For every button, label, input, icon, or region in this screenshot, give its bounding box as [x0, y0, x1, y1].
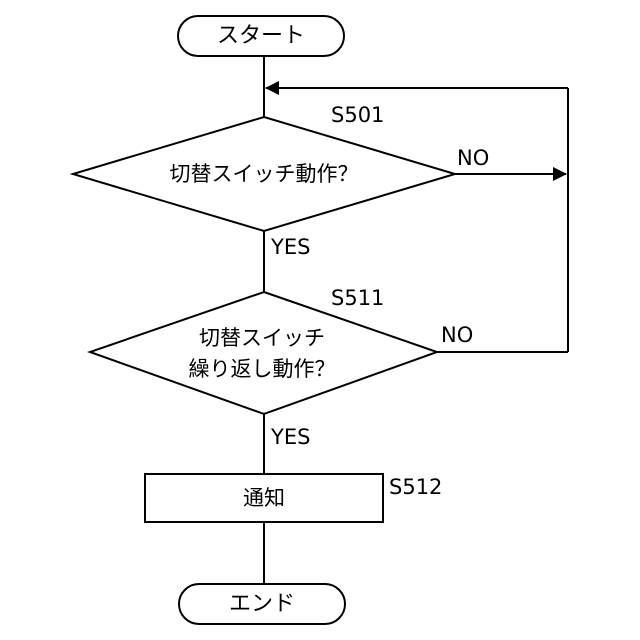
s501-yes-label: YES: [270, 235, 310, 259]
start-label: スタート: [217, 24, 305, 49]
end-label: エンド: [229, 592, 295, 617]
decision-s511-text-line1: 切替スイッチ: [199, 326, 325, 350]
step-id-s511: S511: [331, 286, 384, 310]
step-id-s512: S512: [389, 475, 442, 499]
step-id-s501: S501: [331, 103, 384, 127]
s511-no-label: NO: [441, 323, 473, 347]
process-s512-label: 通知: [243, 486, 285, 510]
decision-s511: [90, 292, 437, 414]
decision-s511-text-line2: 繰り返し動作？: [189, 357, 336, 381]
s511-yes-label: YES: [270, 425, 310, 449]
decision-s501-text: 切替スイッチ動作？: [170, 162, 359, 186]
s501-no-label: NO: [457, 146, 489, 170]
